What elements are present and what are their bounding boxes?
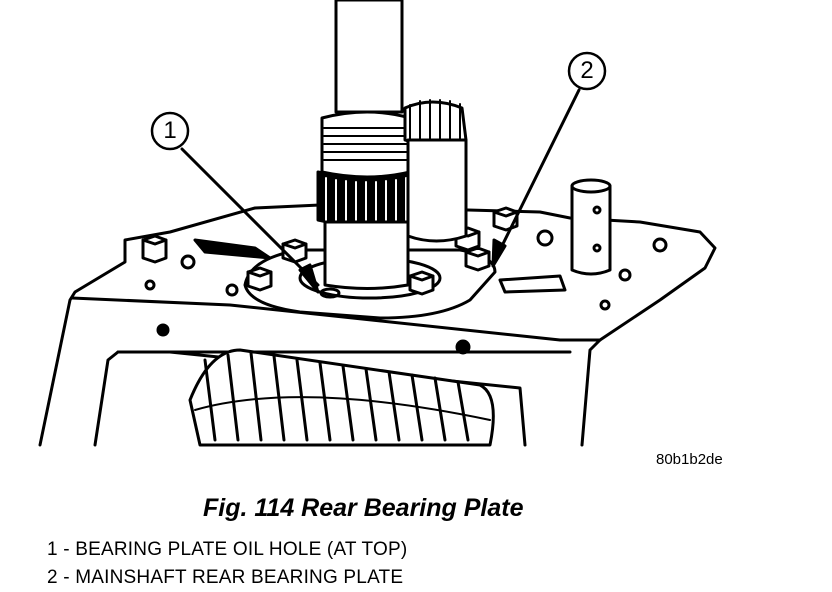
countershaft-gear — [188, 348, 495, 447]
figure-caption: Fig. 114 Rear Bearing Plate — [203, 494, 524, 522]
rear-bearing-plate-illustration — [38, 0, 717, 447]
plate-bolts — [141, 206, 519, 296]
callout-1-number: 1 — [163, 117, 177, 144]
legend-item-1: 1 - BEARING PLATE OIL HOLE (AT TOP) — [47, 539, 408, 560]
output-sleeve — [403, 99, 468, 243]
callout-2-number: 2 — [580, 57, 594, 84]
callout-1 — [150, 111, 320, 294]
image-code: 80b1b2de — [656, 451, 723, 468]
legend-item-2: 2 - MAINSHAFT REAR BEARING PLATE — [47, 567, 404, 588]
transmission-case — [38, 203, 717, 447]
callout-2 — [491, 51, 607, 268]
mainshaft — [316, 0, 414, 290]
shift-rail — [570, 178, 612, 276]
oil-hole — [319, 287, 341, 299]
